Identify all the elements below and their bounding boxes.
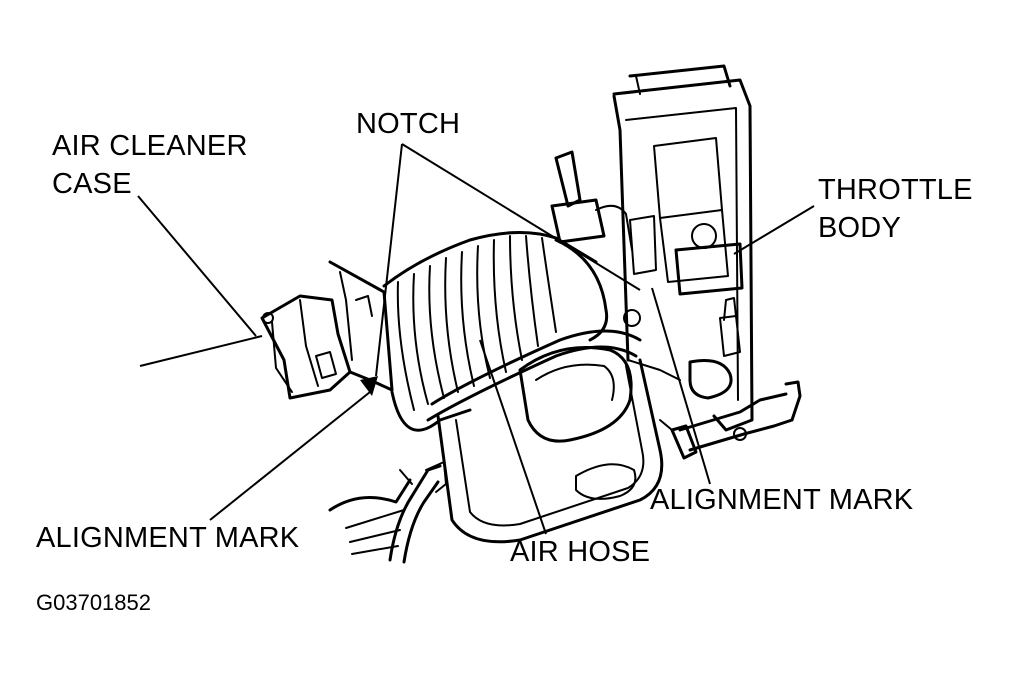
label-throttle-body-line2: BODY	[818, 212, 901, 244]
leader-lines	[137, 143, 815, 535]
leader-notch-right	[401, 143, 641, 291]
leader-alignment-mark-left	[209, 391, 371, 521]
leader-throttle-body	[733, 205, 815, 255]
leader-notch-left	[375, 143, 403, 377]
label-notch: NOTCH	[356, 108, 461, 140]
leader-air-cleaner-case-2	[139, 335, 263, 367]
label-throttle-body-line1: THROTTLE	[818, 174, 973, 206]
leader-alignment-mark-right	[651, 287, 711, 485]
air-cleaner-case-drawing	[260, 260, 394, 400]
leader-air-hose	[479, 339, 547, 535]
label-alignment-mark-right: ALIGNMENT MARK	[650, 484, 914, 516]
air-hose-drawing	[382, 231, 664, 544]
figure-id: G03701852	[36, 590, 151, 615]
alignment-mark-triangle	[360, 376, 378, 396]
lower-cables-drawing	[328, 461, 447, 564]
label-air-cleaner-case-line2: CASE	[52, 168, 132, 200]
label-alignment-mark-left: ALIGNMENT MARK	[36, 522, 300, 554]
leader-air-cleaner-case	[137, 195, 257, 337]
throttle-body-drawing	[550, 64, 802, 460]
label-air-hose: AIR HOSE	[510, 536, 651, 568]
label-air-cleaner-case-line1: AIR CLEANER	[52, 130, 248, 162]
